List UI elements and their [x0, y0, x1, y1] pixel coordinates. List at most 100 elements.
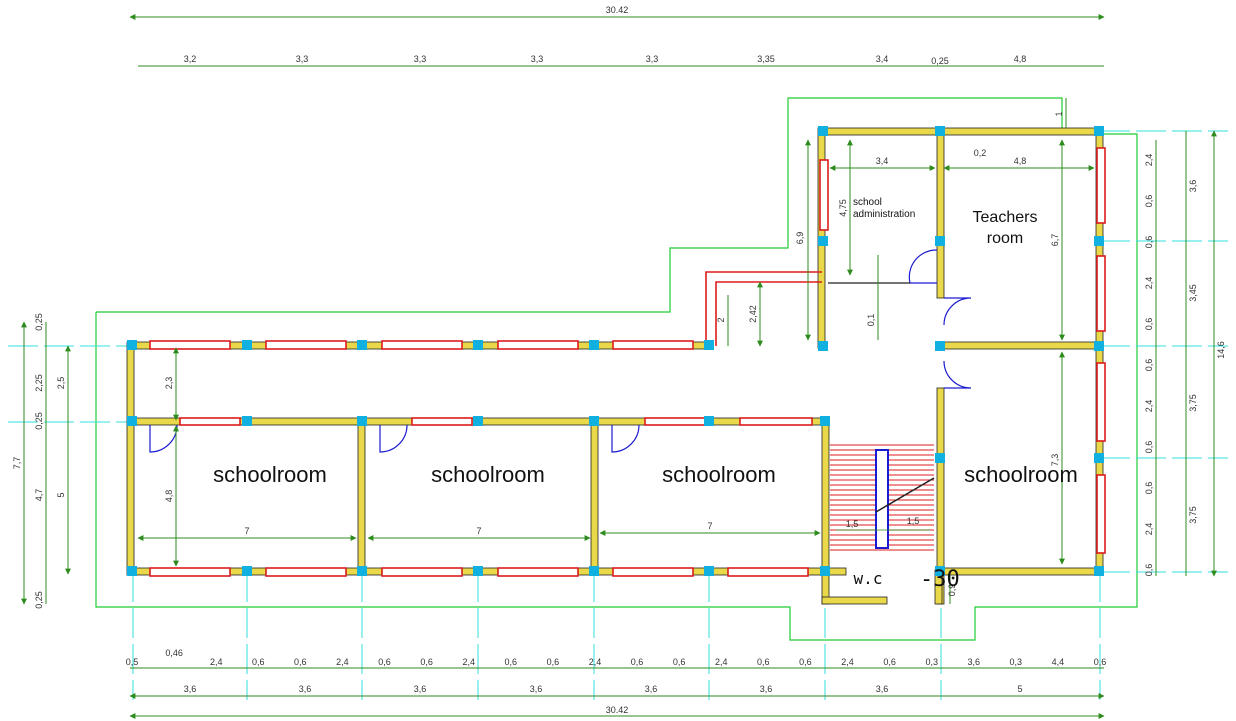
room-label-teachers-1: Teachers — [973, 209, 1038, 226]
dim-right-inner: 2,4 — [1144, 154, 1154, 167]
dim-bottom-small: 0,6 — [505, 657, 518, 667]
dim-right-mid-1: 3,6 — [1188, 180, 1198, 193]
dim-top-8: 0,25 — [931, 56, 949, 66]
dim-left-outer-2: 2,25 — [34, 374, 44, 392]
dim-bottom-small: 0,6 — [631, 657, 644, 667]
dim-right-inner: 2,4 — [1144, 277, 1154, 290]
level-mark: -30 — [920, 567, 960, 592]
dim-corridor-h: 2,3 — [164, 377, 174, 390]
dim-bottom-small: 0,6 — [673, 657, 686, 667]
dim-bottom-small: 2,4 — [841, 657, 854, 667]
windows — [149, 147, 1106, 577]
dim-bottom-small: 0,6 — [420, 657, 433, 667]
dim-admin-total: 6,9 — [795, 232, 805, 245]
dim-right-total: 14,6 — [1216, 341, 1226, 359]
dim-bottom-span-7: 3,6 — [876, 684, 889, 694]
dim-room-w-2: 7 — [476, 526, 481, 536]
room-label-schoolroom-3: schoolroom — [662, 462, 776, 487]
dim-bottom-small: 0,6 — [294, 657, 307, 667]
dim-top-1: 3,2 — [184, 54, 197, 64]
dim-top-total: 30.42 — [606, 5, 629, 15]
dim-right-mid-2: 3,45 — [1188, 284, 1198, 302]
columns — [127, 126, 1104, 576]
dim-bottom-small: 0,6 — [252, 657, 265, 667]
grid-axes — [8, 130, 1228, 700]
dim-room-w-1: 7 — [244, 526, 249, 536]
dim-wc-depth: 0,9 — [947, 584, 957, 597]
dimension-labels: 30.42 3,2 3,3 3,3 3,3 3,3 3,35 3,4 0,25 … — [12, 5, 1226, 715]
dim-right-inner: 0,6 — [1144, 318, 1154, 331]
dim-left-inner-2: 5 — [56, 492, 66, 497]
dim-bottom-small: 0,6 — [1094, 657, 1107, 667]
dim-room-w-3: 7 — [707, 521, 712, 531]
dim-right-inner: 0,6 — [1144, 236, 1154, 249]
dim-right-mid-4: 3,75 — [1188, 506, 1198, 524]
room-label-admin-1: school — [853, 197, 882, 208]
dim-bottom-span-2: 3,6 — [299, 684, 312, 694]
dim-left-inner-1: 2,5 — [56, 377, 66, 390]
dim-right-inner: 0,6 — [1144, 564, 1154, 577]
dim-right-inner: 0,6 — [1144, 482, 1154, 495]
dim-bottom-small: 0,46 — [165, 648, 183, 658]
dim-left-outer: 7,7 — [12, 457, 22, 470]
dim-top-4: 3,3 — [531, 54, 544, 64]
dim-bottom-small: 0,6 — [757, 657, 770, 667]
dim-bottom-span-5: 3,6 — [645, 684, 658, 694]
dim-admin-w: 3,4 — [876, 156, 889, 166]
dim-right-inner: 0,6 — [1144, 441, 1154, 454]
dim-bottom-small: 2,4 — [462, 657, 475, 667]
dim-bottom-small: 0,6 — [883, 657, 896, 667]
dim-right-mid-3: 3,75 — [1188, 394, 1198, 412]
dim-bottom-span-4: 3,6 — [530, 684, 543, 694]
dim-bottom-span-3: 3,6 — [414, 684, 427, 694]
dim-right-inner: 0,6 — [1144, 359, 1154, 372]
dim-bottom-span-8: 5 — [1017, 684, 1022, 694]
dim-right-inner: 2,4 — [1144, 523, 1154, 536]
room-label-teachers-2: room — [987, 230, 1023, 247]
dim-left-outer-3: 0,25 — [34, 412, 44, 430]
dim-top-6: 3,35 — [757, 54, 775, 64]
dim-partition: 0,2 — [974, 148, 987, 158]
dimension-lines — [21, 14, 1217, 719]
dim-bottom-span-1: 3,6 — [184, 684, 197, 694]
dim-top-2: 3,3 — [296, 54, 309, 64]
room-label-schoolroom-1: schoolroom — [213, 462, 327, 487]
dim-bottom-small: 0,3 — [925, 657, 938, 667]
dim-stair-a: 1,5 — [846, 519, 859, 529]
dim-left-outer-1: 0,25 — [34, 313, 44, 331]
dim-bottom-small: 0,6 — [378, 657, 391, 667]
dim-bottom-small: 0,3 — [1010, 657, 1023, 667]
dim-bottom-small: 2,4 — [336, 657, 349, 667]
dim-top-9: 4,8 — [1014, 54, 1027, 64]
dim-stair-b: 1,5 — [907, 516, 920, 526]
room-label-admin-2: administration — [853, 209, 915, 220]
dim-passage-a: 2 — [716, 317, 726, 322]
stairs — [830, 444, 935, 551]
dim-admin-h: 4,75 — [838, 199, 848, 217]
dim-bottom-small: 0,6 — [799, 657, 812, 667]
dim-bottom-total: 30.42 — [606, 705, 629, 715]
dim-bottom-small: 0,5 — [126, 657, 139, 667]
dim-room-h: 4,8 — [164, 490, 174, 503]
dim-left-outer-4: 4,7 — [34, 489, 44, 502]
dim-bottom-small: 2,4 — [210, 657, 223, 667]
dim-top-7: 3,4 — [876, 54, 889, 64]
dim-bottom-small: 2,4 — [589, 657, 602, 667]
room-labels: schoolroom schoolroom schoolroom schoolr… — [213, 197, 1078, 592]
room-label-wc: w.c — [854, 569, 883, 588]
dim-top-3: 3,3 — [414, 54, 427, 64]
dim-top-5: 3,3 — [646, 54, 659, 64]
room-label-schoolroom-2: schoolroom — [431, 462, 545, 487]
dim-bottom-small: 4,4 — [1052, 657, 1065, 667]
dim-bottom-span-6: 3,6 — [760, 684, 773, 694]
dim-teachers-h: 6,7 — [1050, 234, 1060, 247]
dim-bottom-small: 2,4 — [715, 657, 728, 667]
dim-door-offset: 0,1 — [866, 314, 876, 327]
dim-bottom-small: 0,6 — [547, 657, 560, 667]
site-outline — [95, 97, 1138, 641]
dim-top-right: 1 — [1054, 111, 1064, 116]
room-label-schoolroom-4: schoolroom — [964, 462, 1078, 487]
dim-left-outer-5: 0,25 — [34, 591, 44, 609]
dim-east-room-h: 7,3 — [1050, 454, 1060, 467]
